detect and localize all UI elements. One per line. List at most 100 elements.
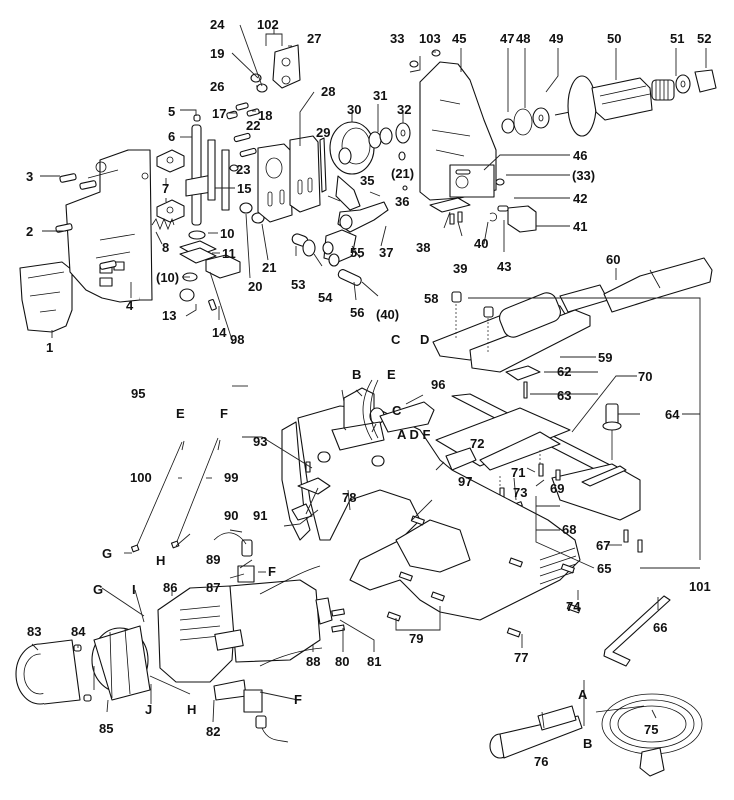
label-60: 60: [606, 252, 620, 267]
part-10-11-13-98-14: [179, 230, 241, 311]
part-47-48-49-bearings: [501, 107, 550, 136]
connector-E-switch: E: [387, 367, 396, 382]
part-31-bearing: [368, 127, 393, 149]
connector-F-wire: F: [220, 406, 228, 421]
part-38-plate: [429, 197, 471, 225]
label-50: 50: [607, 31, 621, 46]
leader-lines: [31, 24, 707, 729]
label-74: 74: [566, 599, 581, 614]
label-33: 33: [390, 31, 404, 46]
label-77: 77: [514, 650, 528, 665]
part-51-52-bearing-sleeve: [675, 69, 717, 94]
part-60-handle: [603, 257, 713, 313]
label-84: 84: [71, 624, 86, 639]
label-38: 38: [416, 240, 430, 255]
label-52: 52: [697, 31, 711, 46]
label-42: 42: [573, 191, 587, 206]
part-74-77-screws: [386, 515, 581, 638]
label-20: 20: [248, 279, 262, 294]
label-103: 103: [419, 31, 441, 46]
part-28-guide-plates: [257, 135, 327, 223]
part-3-screws: [55, 173, 117, 270]
part-75-power-cable: [595, 693, 703, 777]
label-72: 72: [470, 436, 484, 451]
label-101: 101: [689, 579, 711, 594]
label-23: 23: [236, 162, 250, 177]
label-59: 59: [598, 350, 612, 365]
label-43: 43: [497, 259, 511, 274]
label-36: 36: [395, 194, 409, 209]
part-2-front-housing: [65, 149, 153, 303]
label-63: 63: [557, 388, 571, 403]
label-40-ref: (40): [376, 307, 399, 322]
connector-H-wire: H: [156, 553, 165, 568]
connector-D-wire: D: [420, 332, 429, 347]
part-50-armature: [554, 75, 675, 137]
part-drawings: [15, 44, 717, 777]
label-55: 55: [350, 245, 364, 260]
label-98: 98: [230, 332, 244, 347]
part-91-handle-trigger: [281, 421, 331, 541]
label-7: 7: [162, 181, 169, 196]
label-51: 51: [670, 31, 684, 46]
part-80-81-clamp: [315, 597, 345, 633]
label-64: 64: [665, 407, 680, 422]
label-21: 21: [262, 260, 276, 275]
label-5: 5: [168, 104, 175, 119]
label-65: 65: [597, 561, 611, 576]
label-39: 39: [453, 261, 467, 276]
part-7-clamp-blocks: [156, 149, 185, 223]
label-91: 91: [253, 508, 267, 523]
label-102: 102: [257, 17, 279, 32]
label-62: 62: [557, 364, 571, 379]
connector-G-wire: G: [102, 546, 112, 561]
part-72-slider: [445, 447, 477, 471]
alignment-guides: [455, 304, 541, 488]
label-19: 19: [210, 46, 224, 61]
part-45-gear-housing: [409, 49, 505, 201]
connector-A-cable: A: [578, 687, 588, 702]
label-30: 30: [347, 102, 361, 117]
connector-C-wire: C: [391, 332, 401, 347]
label-68: 68: [562, 522, 576, 537]
label-10-ref: (10): [156, 270, 179, 285]
label-4: 4: [126, 298, 134, 313]
label-18: 18: [258, 108, 272, 123]
part-87-90-brush-holder: [213, 532, 289, 743]
part-76-cable-sleeve: [489, 705, 583, 759]
label-96: 96: [431, 377, 445, 392]
label-73: 73: [513, 485, 527, 500]
label-90: 90: [224, 508, 238, 523]
label-45: 45: [452, 31, 466, 46]
part-83-end-cap: [15, 639, 81, 705]
label-33-ref: (33): [572, 168, 595, 183]
label-2: 2: [26, 224, 33, 239]
part-85-stator: [91, 625, 151, 701]
connector-J-stator: J: [145, 702, 152, 717]
label-99: 99: [224, 470, 238, 485]
part-41-lock-button: [489, 205, 537, 233]
label-85: 85: [99, 721, 113, 736]
label-86: 86: [163, 580, 177, 595]
label-35: 35: [360, 173, 374, 188]
label-3: 3: [26, 169, 33, 184]
part-30-gear: [329, 121, 375, 211]
connector-B-switch: B: [352, 367, 361, 382]
connector-ADF-switch: A D F: [397, 427, 431, 442]
connector-I-stator: I: [132, 582, 136, 597]
label-10: 10: [220, 226, 234, 241]
label-41: 41: [573, 219, 587, 234]
part-84-pins: [73, 644, 92, 702]
part-number-labels: 1 2 3 4 5 6 7 8 10 (10) 11 13 14 15 17 1…: [26, 17, 711, 769]
label-56: 56: [350, 305, 364, 320]
part-1-guard-shoe: [19, 261, 73, 333]
label-47: 47: [500, 31, 514, 46]
part-66-hex-key: [603, 595, 671, 667]
label-11: 11: [222, 246, 236, 261]
label-21-ref: (21): [391, 166, 414, 181]
label-88: 88: [306, 654, 320, 669]
label-83: 83: [27, 624, 41, 639]
part-17-to-27-bracket: [226, 44, 301, 224]
label-53: 53: [291, 277, 305, 292]
label-8: 8: [162, 240, 169, 255]
